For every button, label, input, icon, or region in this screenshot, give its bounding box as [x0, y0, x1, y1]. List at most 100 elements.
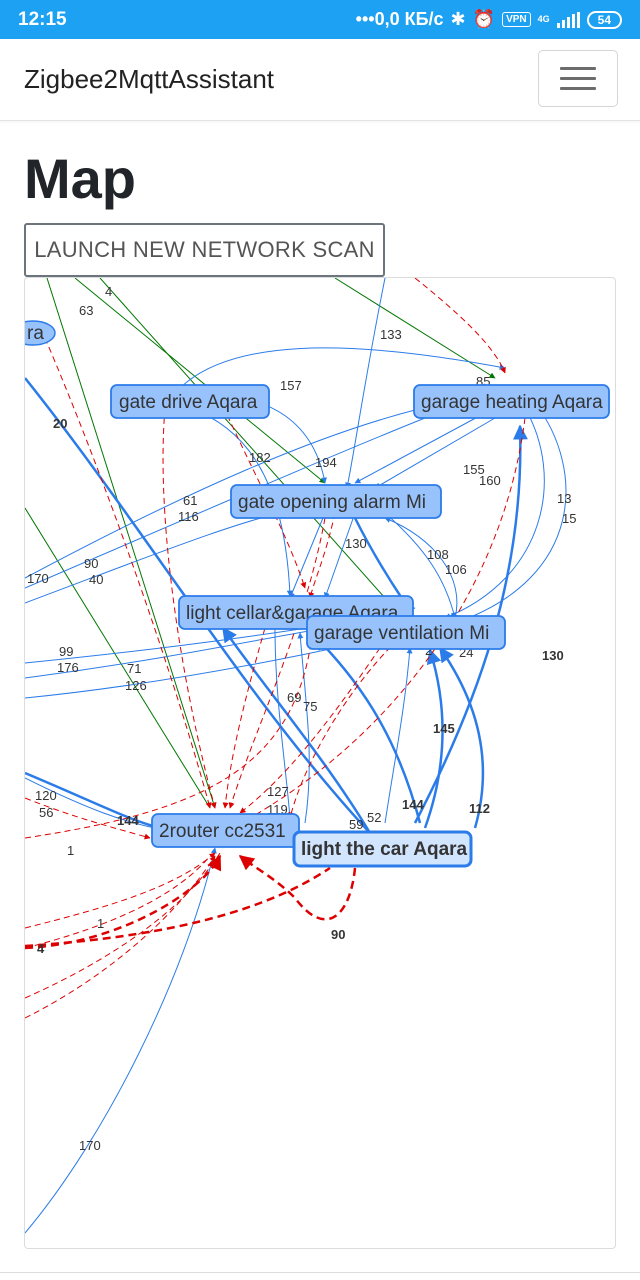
- map-edge: [74, 278, 326, 484]
- node-label: 2router cc2531: [159, 821, 286, 842]
- map-edges: [25, 278, 567, 1234]
- map-edge: [288, 632, 406, 819]
- map-edge: [384, 647, 413, 824]
- node-label: gate opening alarm Mi: [238, 492, 426, 513]
- network-type-label: 4G: [537, 14, 550, 24]
- edge-label: 120: [35, 788, 57, 803]
- map-edge: [323, 512, 356, 599]
- edge-label: 15: [562, 511, 576, 526]
- map-edge: [25, 854, 222, 950]
- map-edge: [25, 852, 221, 999]
- brand-link[interactable]: Zigbee2MqttAssistant: [24, 64, 275, 94]
- edge-label: 59: [349, 817, 363, 832]
- edge-label: 56: [39, 805, 53, 820]
- map-edge-labels: 4 63 133 20 157 182 194 61 116 155 160 1…: [27, 284, 576, 1153]
- page-title: Map: [24, 147, 136, 210]
- edge-label: 144: [117, 813, 139, 828]
- map-edge: [438, 646, 485, 829]
- node-shape: [292, 830, 473, 868]
- node-gate-opening-alarm-mi[interactable]: gate opening alarm Mi: [230, 484, 442, 519]
- map-edge: [374, 417, 496, 489]
- map-edge: [25, 855, 216, 1019]
- node-light-the-car-aqara[interactable]: light the car Aqara: [292, 830, 473, 868]
- edge-label: 112: [469, 801, 490, 816]
- map-edge: [174, 347, 506, 394]
- node-label: ra: [27, 323, 44, 344]
- hamburger-menu-icon: [560, 77, 596, 80]
- map-edge: [25, 797, 151, 840]
- edge-label: 2: [425, 643, 432, 658]
- network-map[interactable]: 4 63 133 20 157 182 194 61 116 155 160 1…: [24, 277, 616, 1249]
- battery-icon: 54: [586, 10, 622, 29]
- vpn-badge: VPN: [502, 12, 531, 27]
- map-edge: [289, 512, 326, 599]
- map-edge: [454, 402, 567, 624]
- map-edge: [423, 648, 444, 829]
- edge-label: 194: [315, 455, 337, 470]
- edge-label: 155: [463, 462, 485, 477]
- node-label: gate drive Aqara: [119, 392, 258, 413]
- map-edge: [334, 278, 496, 379]
- map-edge: [238, 855, 357, 921]
- edge-label: 176: [57, 660, 79, 675]
- status-bar: 12:15 •••0,0 КБ/с ✱ ⏰ VPN 4G 54: [0, 0, 640, 39]
- edge-label: 99: [59, 644, 73, 659]
- edge-label: 108: [427, 547, 449, 562]
- node-shape: [230, 484, 442, 519]
- node-garage-heating-aqara[interactable]: garage heating Aqara: [413, 384, 610, 419]
- map-edge: [25, 855, 211, 949]
- map-edge: [25, 847, 217, 1234]
- edge-label: 170: [79, 1138, 101, 1153]
- edge-label: 90: [331, 927, 345, 942]
- node-shape: [413, 384, 610, 419]
- hamburger-menu-icon: [560, 87, 596, 90]
- node-2router-cc2531[interactable]: 2router cc2531: [151, 813, 300, 848]
- node-label: light the car Aqara: [301, 839, 468, 860]
- edge-label: 182: [249, 450, 271, 465]
- node-shape: [25, 320, 56, 346]
- map-edge: [345, 278, 386, 489]
- node-garage-ventilation-mi[interactable]: garage ventilation Mi: [306, 615, 506, 650]
- map-edge: [25, 401, 446, 579]
- navbar: Zigbee2MqttAssistant: [0, 39, 640, 121]
- map-edge: [384, 517, 458, 619]
- launch-network-scan-button[interactable]: LAUNCH NEW NETWORK SCAN: [24, 223, 385, 277]
- edge-label: 20: [53, 416, 67, 431]
- map-edge: [99, 278, 386, 599]
- edge-label: 130: [345, 536, 367, 551]
- map-edge: [353, 517, 405, 601]
- edge-label: 69: [287, 690, 301, 705]
- edge-label: 170: [27, 571, 49, 586]
- map-edge: [25, 507, 211, 809]
- hamburger-menu-button[interactable]: [538, 50, 618, 107]
- edge-label: 144: [402, 797, 424, 812]
- map-edge: [25, 607, 316, 839]
- node-shape: [110, 384, 270, 419]
- network-map-canvas[interactable]: 4 63 133 20 157 182 194 61 116 155 160 1…: [25, 278, 616, 1249]
- node-gate-drive-aqara[interactable]: gate drive Aqara: [110, 384, 270, 419]
- edge-label: 71: [127, 661, 141, 676]
- node-label: garage heating Aqara: [421, 392, 603, 413]
- bluetooth-icon: ✱: [450, 9, 466, 29]
- status-time: 12:15: [18, 8, 67, 30]
- edge-label: 4: [105, 284, 112, 299]
- edge-label: 145: [433, 721, 455, 736]
- map-edge: [313, 634, 422, 824]
- network-type: 4G: [538, 15, 550, 24]
- map-edge: [414, 278, 506, 374]
- edge-label: 4: [37, 941, 45, 956]
- map-edge: [222, 627, 266, 809]
- alarm-icon: ⏰: [472, 9, 496, 29]
- node-ra[interactable]: ra: [25, 320, 56, 346]
- map-nodes[interactable]: ra gate drive Aqara garage heating Aqara…: [25, 320, 610, 868]
- edge-label: 126: [125, 678, 147, 693]
- map-edge: [46, 278, 217, 809]
- edge-label: 127: [267, 784, 289, 799]
- edge-label: 13: [557, 491, 571, 506]
- edge-label: 61: [183, 493, 197, 508]
- hamburger-menu-icon: [560, 67, 596, 70]
- edge-label: 90: [84, 556, 98, 571]
- map-edge: [25, 771, 154, 828]
- battery-level: 54: [597, 12, 611, 27]
- map-edge: [162, 407, 217, 809]
